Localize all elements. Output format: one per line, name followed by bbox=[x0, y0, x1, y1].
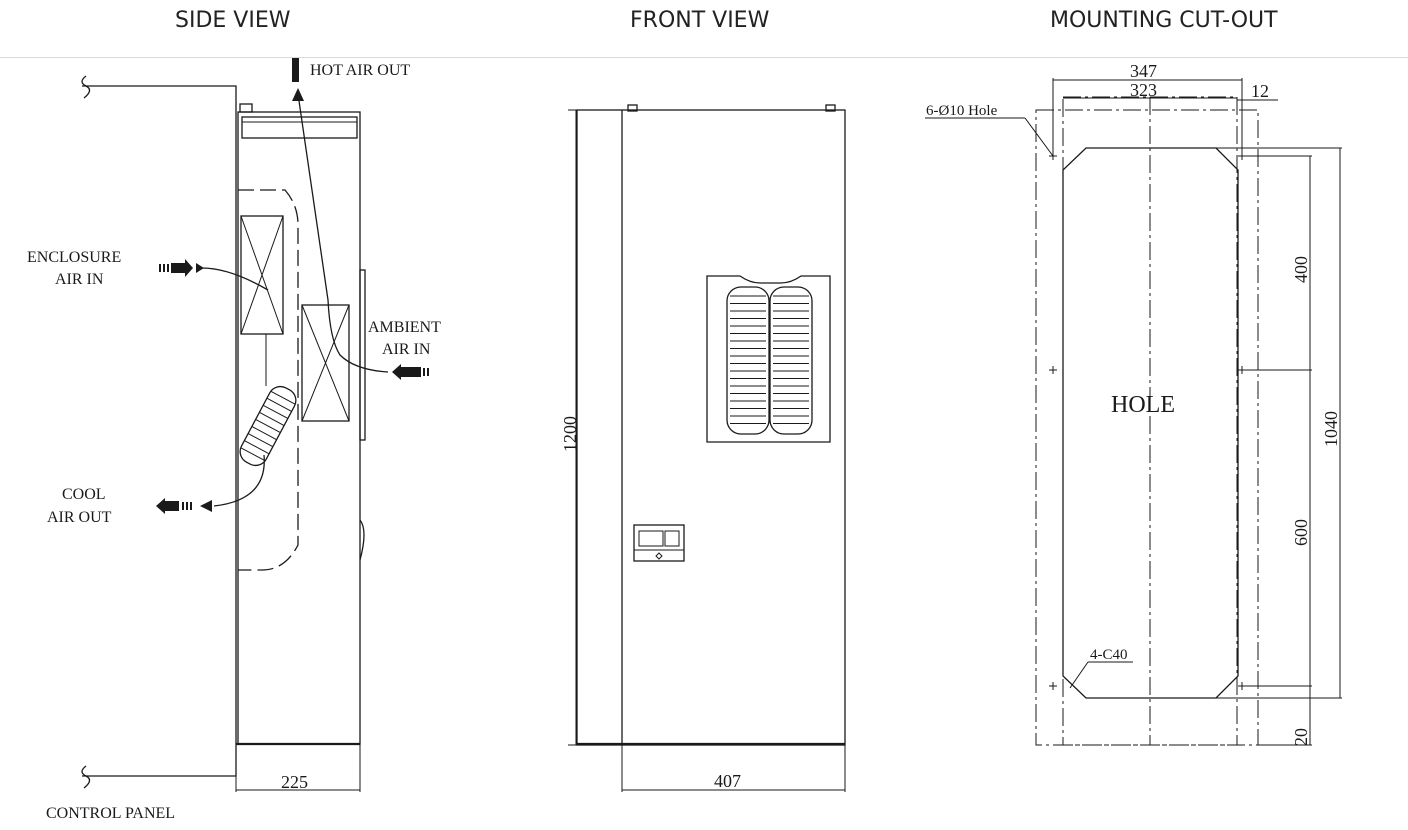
side-unit-body bbox=[237, 111, 361, 745]
dim-12: 12 bbox=[1251, 81, 1269, 101]
enclosure-air-in-label-line2: AIR IN bbox=[55, 271, 104, 288]
break-symbol-bottom bbox=[81, 765, 91, 789]
mounting-cutout: 347 323 12 6-Ø10 Hole HOLE 4-C40 400 600… bbox=[925, 61, 1342, 746]
hot-air-out-label: HOT AIR OUT bbox=[310, 62, 410, 79]
mounting-cutout-title: MOUNTING CUT-OUT bbox=[1050, 8, 1278, 33]
side-lifting-lug bbox=[239, 103, 253, 113]
cool-air-out-arrow-icon bbox=[156, 498, 192, 514]
cool-air-out-label-line2: AIR OUT bbox=[47, 509, 112, 526]
chamfer-note: 4-C40 bbox=[1090, 647, 1128, 663]
hot-air-out-arrow-icon bbox=[292, 58, 299, 82]
side-view: HOT AIR OUT ENCLOSURE AIR IN AMBIENT AIR… bbox=[27, 58, 441, 822]
evaporator-coil bbox=[240, 215, 284, 335]
internal-air-path bbox=[238, 189, 299, 571]
enclosure-air-flow-line bbox=[201, 267, 269, 291]
enclosure-wall-line bbox=[82, 85, 237, 777]
side-view-title: SIDE VIEW bbox=[175, 8, 291, 33]
hole-note: 6-Ø10 Hole bbox=[926, 103, 998, 119]
break-symbol-top bbox=[81, 75, 91, 99]
dim-347: 347 bbox=[1130, 61, 1157, 81]
dim-1040: 1040 bbox=[1321, 411, 1341, 447]
front-lifting-lug-right bbox=[825, 104, 836, 112]
hot-air-arrowhead bbox=[292, 88, 304, 101]
dim-600: 600 bbox=[1291, 519, 1311, 546]
top-exhaust-grille bbox=[241, 116, 358, 139]
ambient-air-in-label-line2: AIR IN bbox=[382, 341, 431, 358]
dim-323: 323 bbox=[1130, 80, 1157, 100]
ambient-air-in-arrow-icon bbox=[392, 364, 429, 380]
hole-note-leader bbox=[1024, 117, 1054, 157]
chamfer-note-leader bbox=[1069, 661, 1089, 689]
cool-air-out-label-line1: COOL bbox=[62, 486, 106, 503]
blower-fan bbox=[239, 385, 297, 467]
grille-louver-left bbox=[726, 286, 770, 435]
dim-400: 400 bbox=[1291, 256, 1311, 283]
hole-label: HOLE bbox=[1111, 392, 1175, 418]
view-title-bar: SIDE VIEW FRONT VIEW MOUNTING CUT-OUT bbox=[0, 0, 1408, 58]
side-depth-dimension: 225 bbox=[281, 772, 308, 792]
controller-button-icon bbox=[655, 552, 663, 560]
controller-display bbox=[638, 530, 664, 547]
side-panel-edge bbox=[359, 269, 366, 441]
front-view-title: FRONT VIEW bbox=[630, 8, 770, 33]
front-view: 1200 407 bbox=[560, 104, 846, 792]
grille-louver-right bbox=[769, 286, 813, 435]
hot-air-flow-line bbox=[297, 93, 389, 373]
front-height-dimension: 1200 bbox=[560, 416, 580, 452]
front-unit-body bbox=[576, 109, 846, 746]
grille-slats bbox=[730, 295, 809, 425]
front-width-dimension: 407 bbox=[714, 771, 741, 791]
cool-air-flow-line bbox=[213, 454, 265, 507]
controller-panel bbox=[633, 524, 685, 562]
front-lifting-lug-left bbox=[627, 104, 638, 112]
controller-digits bbox=[664, 530, 680, 547]
outer-panel-outline bbox=[1035, 109, 1259, 746]
control-panel-label: CONTROL PANEL bbox=[46, 805, 175, 822]
front-air-grille bbox=[706, 275, 831, 443]
side-latch bbox=[359, 519, 365, 561]
enclosure-air-in-arrow-icon bbox=[159, 259, 193, 277]
mounting-hole-markers bbox=[1049, 152, 1246, 690]
enclosure-air-in-label-line1: ENCLOSURE bbox=[27, 249, 121, 266]
ambient-air-in-label-line1: AMBIENT bbox=[368, 319, 441, 336]
condenser-coil bbox=[301, 304, 350, 422]
dim-20: 20 bbox=[1291, 728, 1311, 746]
